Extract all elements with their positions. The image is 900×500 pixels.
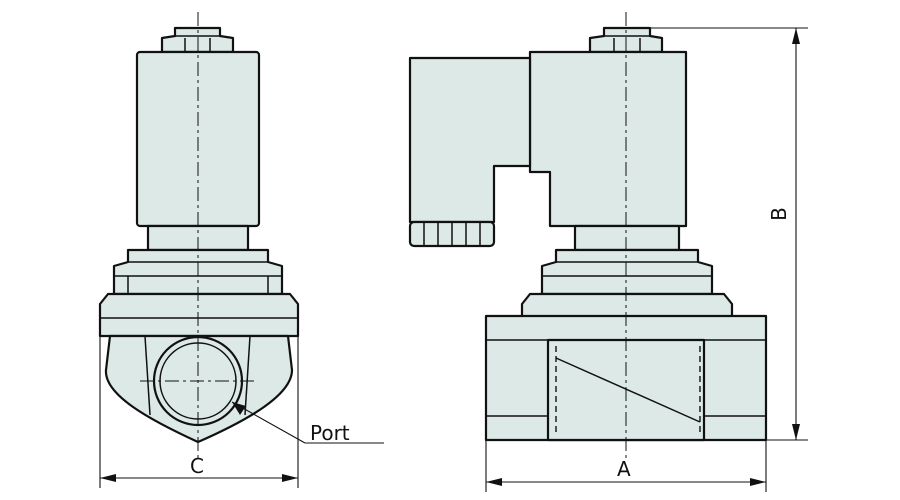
side-view xyxy=(408,12,768,458)
side-coil xyxy=(528,50,688,228)
dimension-c xyxy=(99,336,299,488)
side-armature-tube xyxy=(573,224,681,252)
dim-c-label: C xyxy=(190,454,204,478)
side-bonnet xyxy=(540,248,714,296)
dimension-b xyxy=(630,27,808,441)
dim-b-label: B xyxy=(767,207,791,221)
connector-box xyxy=(408,56,532,224)
front-view xyxy=(98,12,300,458)
port-label: Port xyxy=(310,421,350,445)
port-callout xyxy=(231,401,384,444)
front-flange xyxy=(98,292,300,338)
dimension-a xyxy=(485,440,767,492)
dim-a-label: A xyxy=(617,457,631,481)
